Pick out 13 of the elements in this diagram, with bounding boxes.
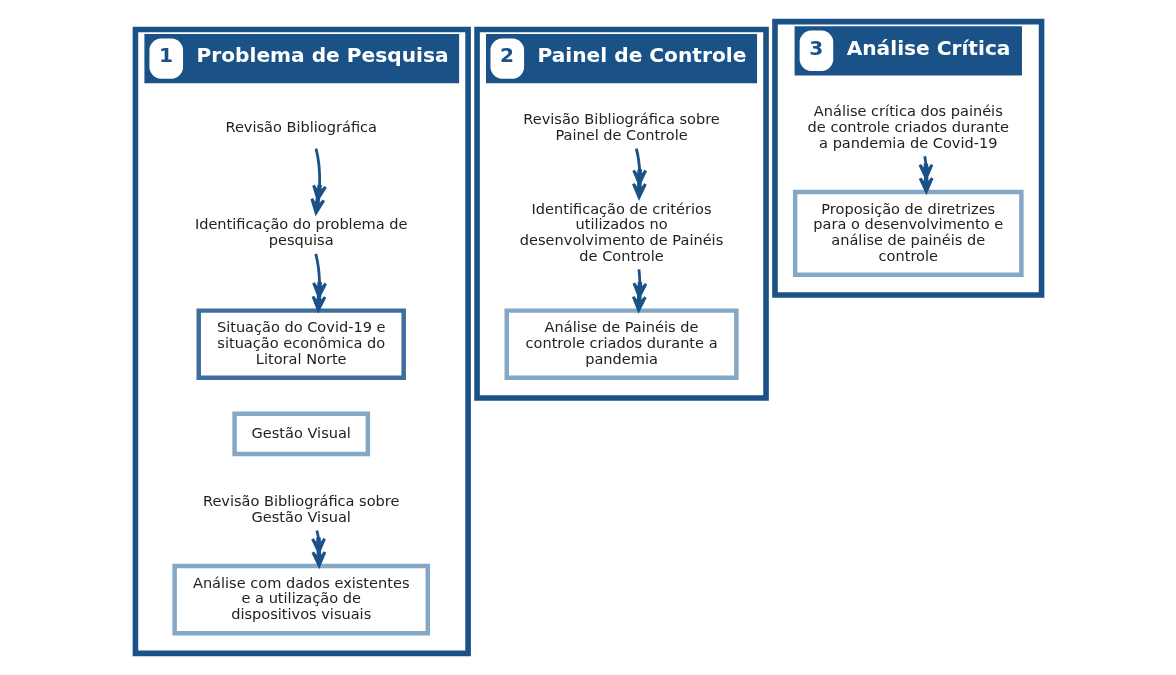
node-text: Identificação do problema de pesquisa (194, 215, 408, 248)
node-box: Análise com dados existentes e a utilização de dispositivos visuais (171, 563, 430, 636)
node-box: Proposição de diretrizes para o desenvolvimento e análise de painéis de controle (792, 189, 1024, 277)
node-box: Situação do Covid-19 e situação econômica do Litoral Norte (196, 308, 406, 381)
node-text: Revisão Bibliográfica (224, 117, 377, 135)
node-text: Revisão Bibliográfica sobre Painel de Controle (522, 110, 720, 143)
node-box: Gestão Visual (231, 411, 370, 457)
node-box: Análise de Painéis de controle criados durante a pandemia (504, 308, 739, 381)
node-text: Identificação de critérios utilizados no desenvolvimento de Painéis de Controle (519, 199, 723, 264)
node-text: Revisão Bibliográfica sobre Gestão Visual (202, 491, 399, 525)
arrow (631, 269, 647, 312)
node-text: Análise crítica dos painéis de controle criados durante a pandemia de Covid-19 (807, 102, 1009, 151)
arrow (631, 148, 647, 199)
